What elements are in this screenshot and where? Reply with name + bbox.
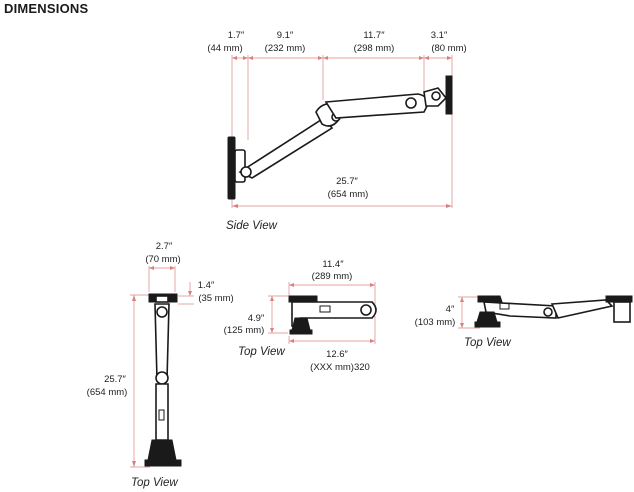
top-view-vertical-label: Top View [131, 477, 178, 489]
te-height-in: 4″ [446, 304, 455, 315]
page-title: DIMENSIONS [4, 1, 89, 16]
tf-height-in: 4.9″ [248, 313, 265, 324]
top-view-folded-diagram [268, 282, 377, 344]
monitor-bracket [445, 75, 453, 115]
side-total-in: 25.7″ [336, 176, 358, 187]
top-view-folded-label: Top View [238, 346, 285, 358]
tf-width-in: 11.4″ [322, 259, 344, 270]
tv-length-in: 25.7″ [104, 374, 126, 385]
side-view-diagram [227, 55, 453, 208]
side-dim4-mm: (80 mm) [431, 43, 466, 54]
lower-arm [238, 116, 334, 179]
side-view-label: Side View [226, 220, 278, 232]
tv-depth-mm: (35 mm) [198, 293, 233, 304]
side-dim3-in: 11.7″ [363, 30, 385, 41]
tf-height-mm: (125 mm) [224, 325, 265, 336]
side-dim2-mm: (232 mm) [265, 43, 306, 54]
top-view-vertical-diagram [130, 266, 194, 468]
wall-plate [227, 136, 236, 200]
te-height-mm: (103 mm) [415, 317, 456, 328]
tv-depth-in: 1.4″ [198, 280, 215, 291]
side-dim2-in: 9.1″ [277, 30, 294, 41]
tv-width-in: 2.7″ [156, 241, 173, 252]
tv-width-mm: (70 mm) [145, 254, 180, 265]
top-view-extended-diagram [458, 295, 633, 329]
side-dim3-mm: (298 mm) [354, 43, 395, 54]
side-dim1-in: 1.7″ [228, 30, 245, 41]
tv-length-mm: (654 mm) [87, 387, 128, 398]
top-view-extended-label: Top View [464, 337, 511, 349]
side-dim4-in: 3.1″ [431, 30, 448, 41]
tf-width-mm: (289 mm) [312, 271, 353, 282]
side-total-mm: (654 mm) [328, 189, 369, 200]
side-dim1-mm: (44 mm) [207, 43, 242, 54]
tf-reach-mm: (XXX mm)320 [310, 362, 370, 373]
tf-reach-in: 12.6″ [326, 349, 348, 360]
